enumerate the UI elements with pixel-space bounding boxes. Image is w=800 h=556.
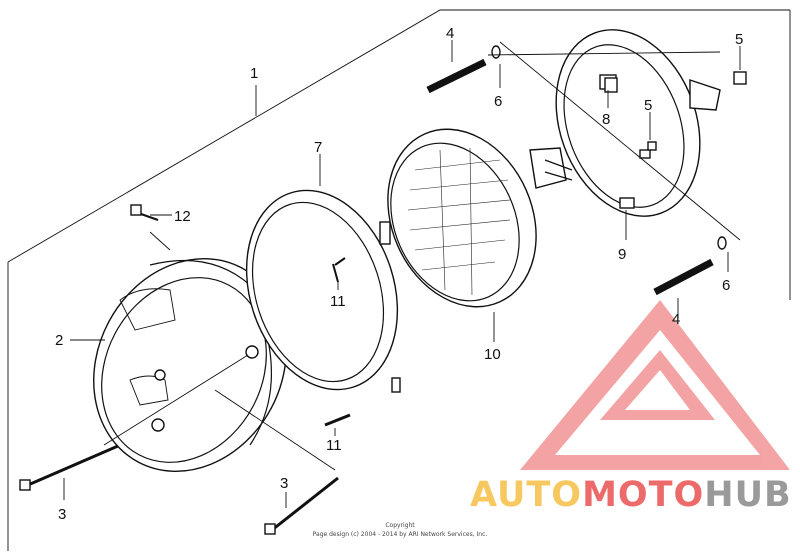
callout-4-top: 4 — [446, 25, 454, 42]
copyright-line-1: Copyright — [385, 522, 415, 529]
callout-5-top: 5 — [735, 31, 743, 48]
mounting-ring-part-9 — [555, 29, 721, 217]
callout-6-bottom: 6 — [722, 277, 730, 294]
watermark-wordmark: AUTOMOTOHUB — [470, 475, 792, 515]
screw-part-11-lower — [324, 413, 351, 427]
watermark-part-3: HUB — [704, 475, 791, 515]
screw-part-12 — [130, 204, 159, 221]
leader-lines — [63, 40, 741, 508]
callout-1: 1 — [250, 65, 258, 82]
callout-12: 12 — [174, 208, 191, 225]
svg-text:AUTOMOTOHUB: AUTOMOTOHUB — [470, 475, 792, 515]
callout-2: 2 — [55, 332, 63, 349]
callout-3-right: 3 — [280, 475, 288, 492]
nut-part-5-top — [733, 71, 747, 85]
copyright-notice: Copyright Page design (c) 2004 - 2014 by… — [313, 522, 488, 538]
callout-3-lower: 3 — [58, 506, 66, 523]
clip-part-8 — [604, 77, 618, 93]
screw-part-3-lower — [19, 444, 119, 491]
watermark-part-2: MOTO — [582, 475, 704, 515]
callout-labels: 1 2 3 3 4 4 5 5 6 6 7 8 9 10 11 11 12 — [55, 25, 743, 523]
watermark-logo — [520, 300, 790, 470]
washer-part-6-top — [491, 45, 501, 59]
callout-9: 9 — [618, 246, 626, 263]
callout-10: 10 — [484, 346, 501, 363]
screw-part-3-right — [264, 476, 339, 535]
headlight-rim-part-7 — [245, 189, 401, 393]
headlight-case-part-2 — [93, 258, 287, 472]
callout-7: 7 — [314, 139, 322, 156]
copyright-line-2: Page design (c) 2004 - 2014 by ARI Netwo… — [313, 531, 488, 538]
sealed-beam-part-10 — [387, 128, 573, 308]
spring-part-4-bottom — [653, 258, 714, 296]
watermark-part-1: AUTO — [470, 475, 582, 515]
spring-part-4-top — [426, 58, 487, 94]
callout-8: 8 — [602, 111, 610, 128]
callout-6-top: 6 — [494, 93, 502, 110]
callout-5-mid: 5 — [644, 97, 652, 114]
assembly-outline — [7, 9, 791, 551]
screw-part-11-upper — [332, 257, 346, 283]
callout-4-bottom: 4 — [672, 311, 680, 328]
callout-11-lower: 11 — [326, 437, 342, 454]
nut-part-5-mid — [647, 141, 657, 151]
washer-part-6-bottom — [717, 236, 727, 250]
callout-11-upper: 11 — [330, 293, 346, 310]
